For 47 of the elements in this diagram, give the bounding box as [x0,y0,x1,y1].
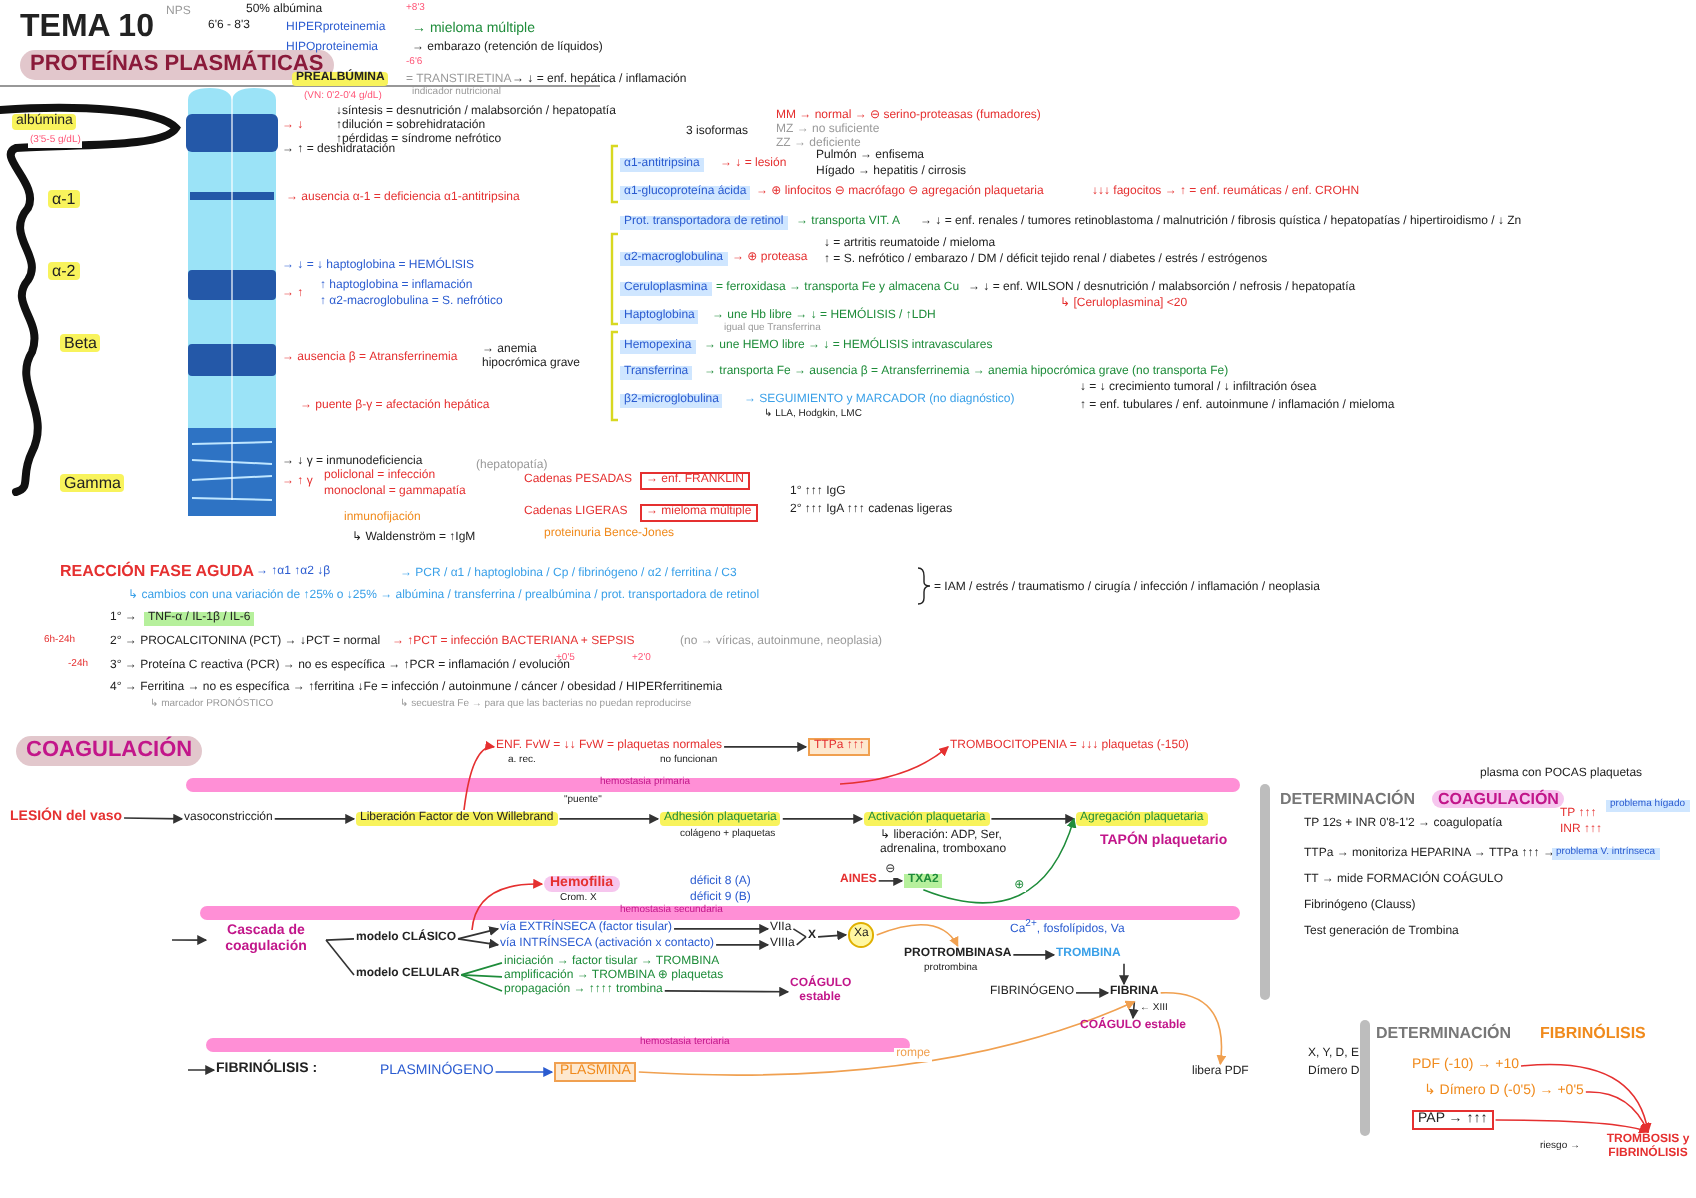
highlighted-term: α-1 [48,190,80,209]
arrow [494,1067,554,1078]
section-heading: REACCIÓN FASE AGUDA [60,562,255,581]
connector-line [795,936,807,946]
arrow [1494,1119,1650,1134]
highlighted-term: Gamma [60,474,125,493]
page-title: TEMA 10 [20,10,154,47]
arrow [922,817,1076,904]
arrow [1128,1001,1139,1020]
section-heading: COAGULACIÓN [16,736,203,766]
section-heading: FIBRINÓLISIS [1540,1024,1646,1043]
arrow [273,813,356,824]
arrow [457,938,500,949]
arrow [1119,963,1129,986]
arrow [1520,1063,1651,1134]
connector-line [325,939,355,976]
arrow [471,879,544,931]
connector-line [325,938,355,941]
section-heading: DETERMINACIÓN [1376,1024,1512,1043]
arrow [1012,949,1056,960]
arrow [877,875,904,886]
arrow [875,923,959,948]
arrow [1585,1091,1649,1134]
highlighted-term: Beta [60,334,101,353]
arrow [673,923,770,934]
arrow [457,926,500,940]
highlighted-term: α-2 [48,262,80,281]
arrow [723,741,808,752]
connector-line [460,974,503,992]
arrow [817,930,848,941]
arrow [1075,987,1110,998]
section-heading: DETERMINACIÓN [1280,790,1416,809]
arrow [1159,992,1227,1066]
arrow [663,986,790,997]
arrow [715,939,770,950]
arrow [171,935,208,946]
connector-line [460,962,503,976]
arrow [558,813,660,824]
arrow [839,746,949,785]
connector-line [460,974,503,978]
arrow [187,1065,216,1076]
arrow [638,1000,1136,1076]
arrow [782,813,864,824]
arrow [990,813,1076,824]
section-heading: COAGULACIÓN [1432,790,1565,809]
connector-line [792,928,807,938]
arrow [123,813,184,824]
